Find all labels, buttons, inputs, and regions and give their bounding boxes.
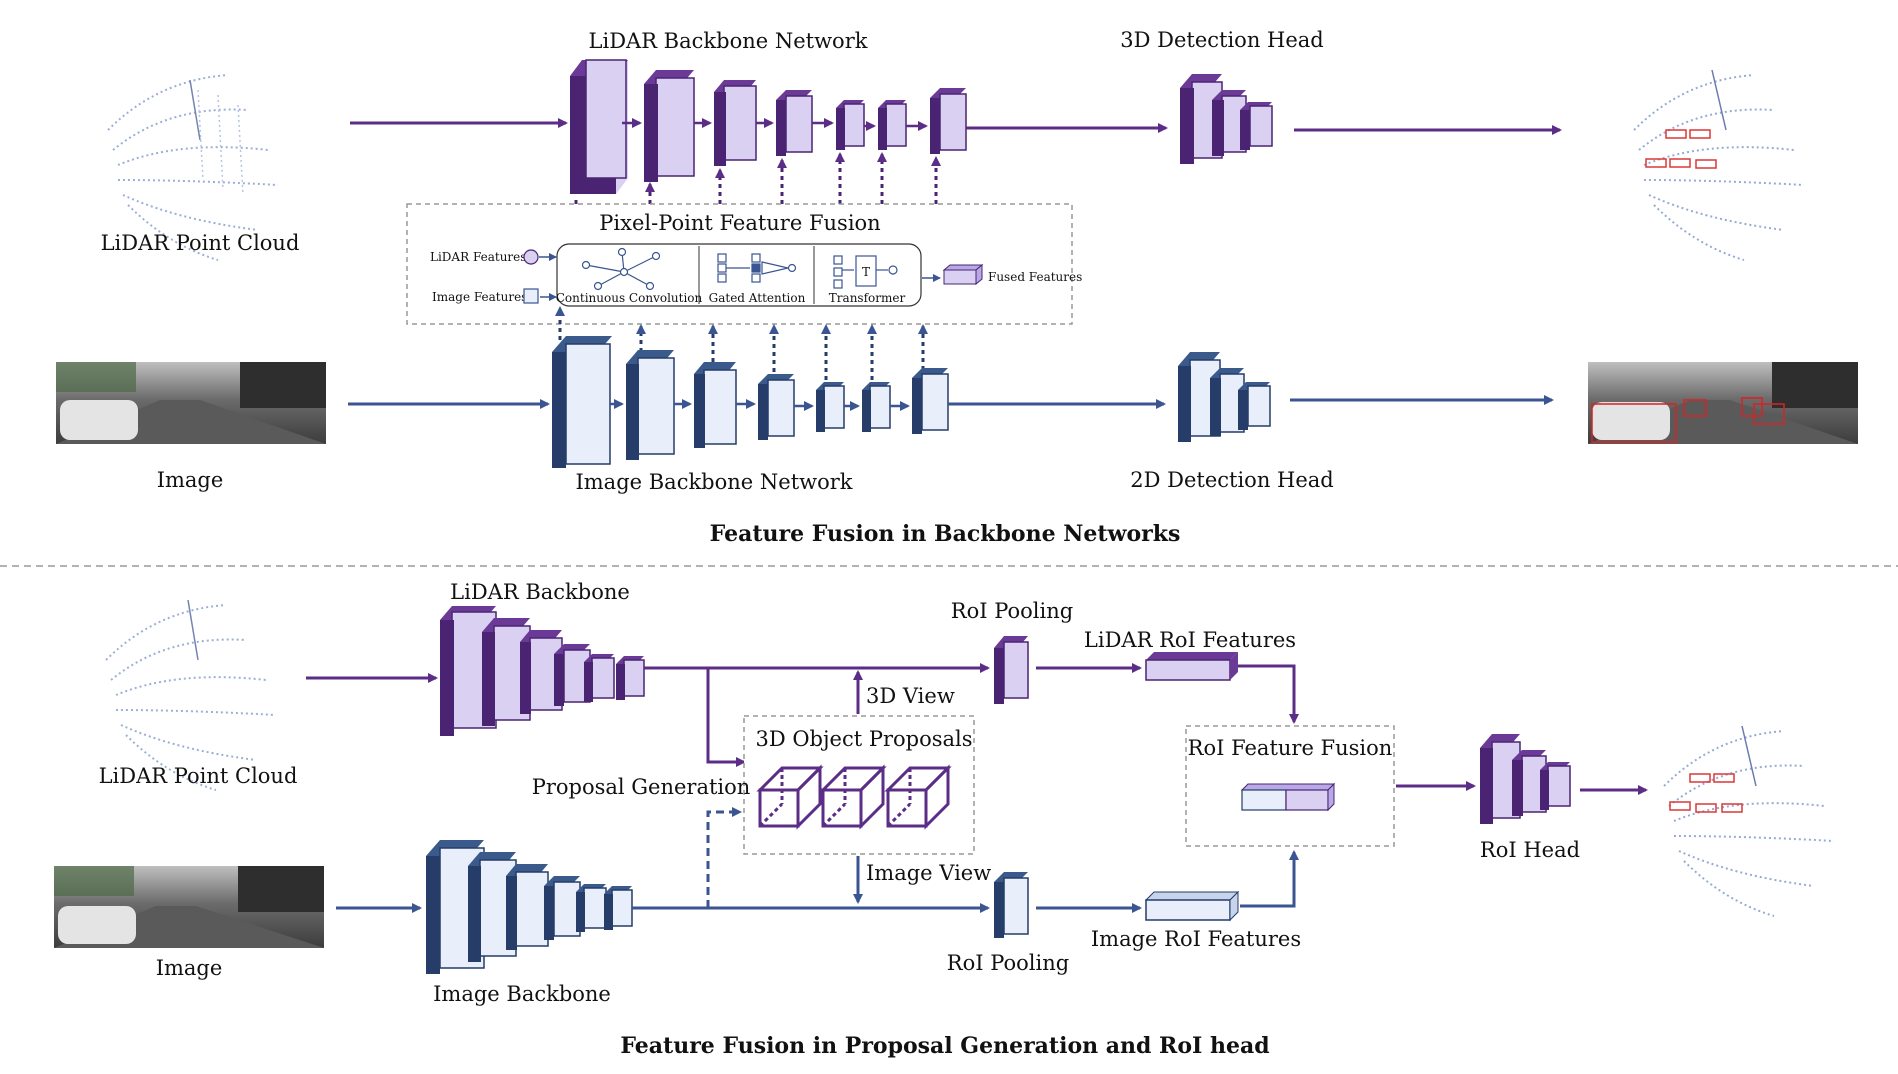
image-feature-icon [523, 288, 539, 304]
image-view-label: Image View [866, 861, 991, 885]
camera-output-detections [1588, 362, 1858, 444]
image-label-top: Image [157, 468, 224, 492]
detection-head-2d [1178, 352, 1271, 442]
image-to-proposals-arrow [706, 807, 742, 908]
lidar-point-cloud-label-bottom: LiDAR Point Cloud [99, 764, 298, 788]
lidar-output-detections-top [1633, 69, 1805, 261]
image-backbone-label: Image Backbone [433, 982, 611, 1006]
lidar-backbone [440, 606, 645, 736]
view-3d-label: 3D View [866, 684, 955, 708]
lidar-output-detections-bottom [1663, 725, 1835, 917]
lidar-backbone-network-label: LiDAR Backbone Network [589, 29, 868, 53]
fusion-lidar-features-label: LiDAR Features [430, 250, 526, 264]
transformer-glyph: T [862, 265, 870, 279]
gated-attention-icon [717, 253, 797, 283]
fused-feature-icon [942, 263, 984, 286]
roi-head-label: RoI Head [1480, 838, 1580, 862]
image-roi-features [1144, 890, 1240, 922]
lidar-point-cloud-bottom [105, 599, 277, 791]
section-title-bottom: Feature Fusion in Proposal Generation an… [620, 1033, 1269, 1059]
module-gated-attention: Gated Attention [709, 291, 806, 305]
continuous-convolution-icon [581, 247, 661, 291]
detection-head-3d [1180, 74, 1273, 164]
roi-feature-fusion-label: RoI Feature Fusion [1188, 736, 1393, 760]
image-label-bottom: Image [156, 956, 223, 980]
proposal-cube-icons [756, 764, 952, 830]
pixel-point-fusion-title: Pixel-Point Feature Fusion [599, 211, 880, 235]
lidar-feature-icon [523, 249, 539, 265]
section-title-top: Feature Fusion in Backbone Networks [710, 521, 1181, 547]
camera-image-bottom [54, 866, 324, 948]
fusion-fused-features-label: Fused Features [988, 270, 1082, 284]
top-section: LiDAR Point Cloud [56, 28, 1858, 547]
transformer-icon [833, 255, 898, 289]
fusion-image-features-label: Image Features [432, 290, 527, 304]
roi-pooling-lidar [994, 636, 1029, 704]
image-to-fusion-arrows [555, 306, 928, 380]
proposals-label: 3D Object Proposals [755, 727, 972, 751]
image-backbone [426, 840, 633, 974]
image-roi-to-fusion-arrow [1240, 850, 1299, 908]
lidar-roi-to-fusion-arrow [1238, 664, 1299, 724]
fused-roi-feature-icon [1240, 782, 1336, 812]
image-backbone-network [552, 336, 949, 468]
lidar-backbone-label: LiDAR Backbone [450, 580, 630, 604]
detection-head-3d-label: 3D Detection Head [1120, 28, 1323, 52]
lidar-point-cloud-label-top: LiDAR Point Cloud [101, 231, 300, 255]
roi-pooling-top-label: RoI Pooling [951, 599, 1073, 623]
roi-head [1480, 734, 1571, 824]
roi-pooling-bottom-label: RoI Pooling [947, 951, 1069, 975]
lidar-roi-features [1145, 652, 1238, 681]
image-roi-features-label: Image RoI Features [1091, 927, 1301, 951]
module-transformer: Transformer [829, 291, 906, 305]
bottom-section: LiDAR Point Cloud LiDAR Backbone [54, 580, 1835, 1059]
lidar-to-proposals-arrow [706, 668, 746, 767]
lidar-point-cloud-top [107, 74, 279, 261]
module-continuous-convolution: Continuous Convolution [556, 291, 703, 305]
lidar-roi-features-label: LiDAR RoI Features [1084, 628, 1296, 652]
proposal-generation-label: Proposal Generation [532, 775, 751, 799]
lidar-backbone-network [570, 59, 967, 194]
fusion-to-lidar-arrows [574, 152, 941, 204]
image-backbone-network-label: Image Backbone Network [575, 470, 852, 494]
camera-image-top [56, 362, 326, 444]
roi-pooling-image [994, 872, 1029, 938]
detection-head-2d-label: 2D Detection Head [1130, 468, 1333, 492]
